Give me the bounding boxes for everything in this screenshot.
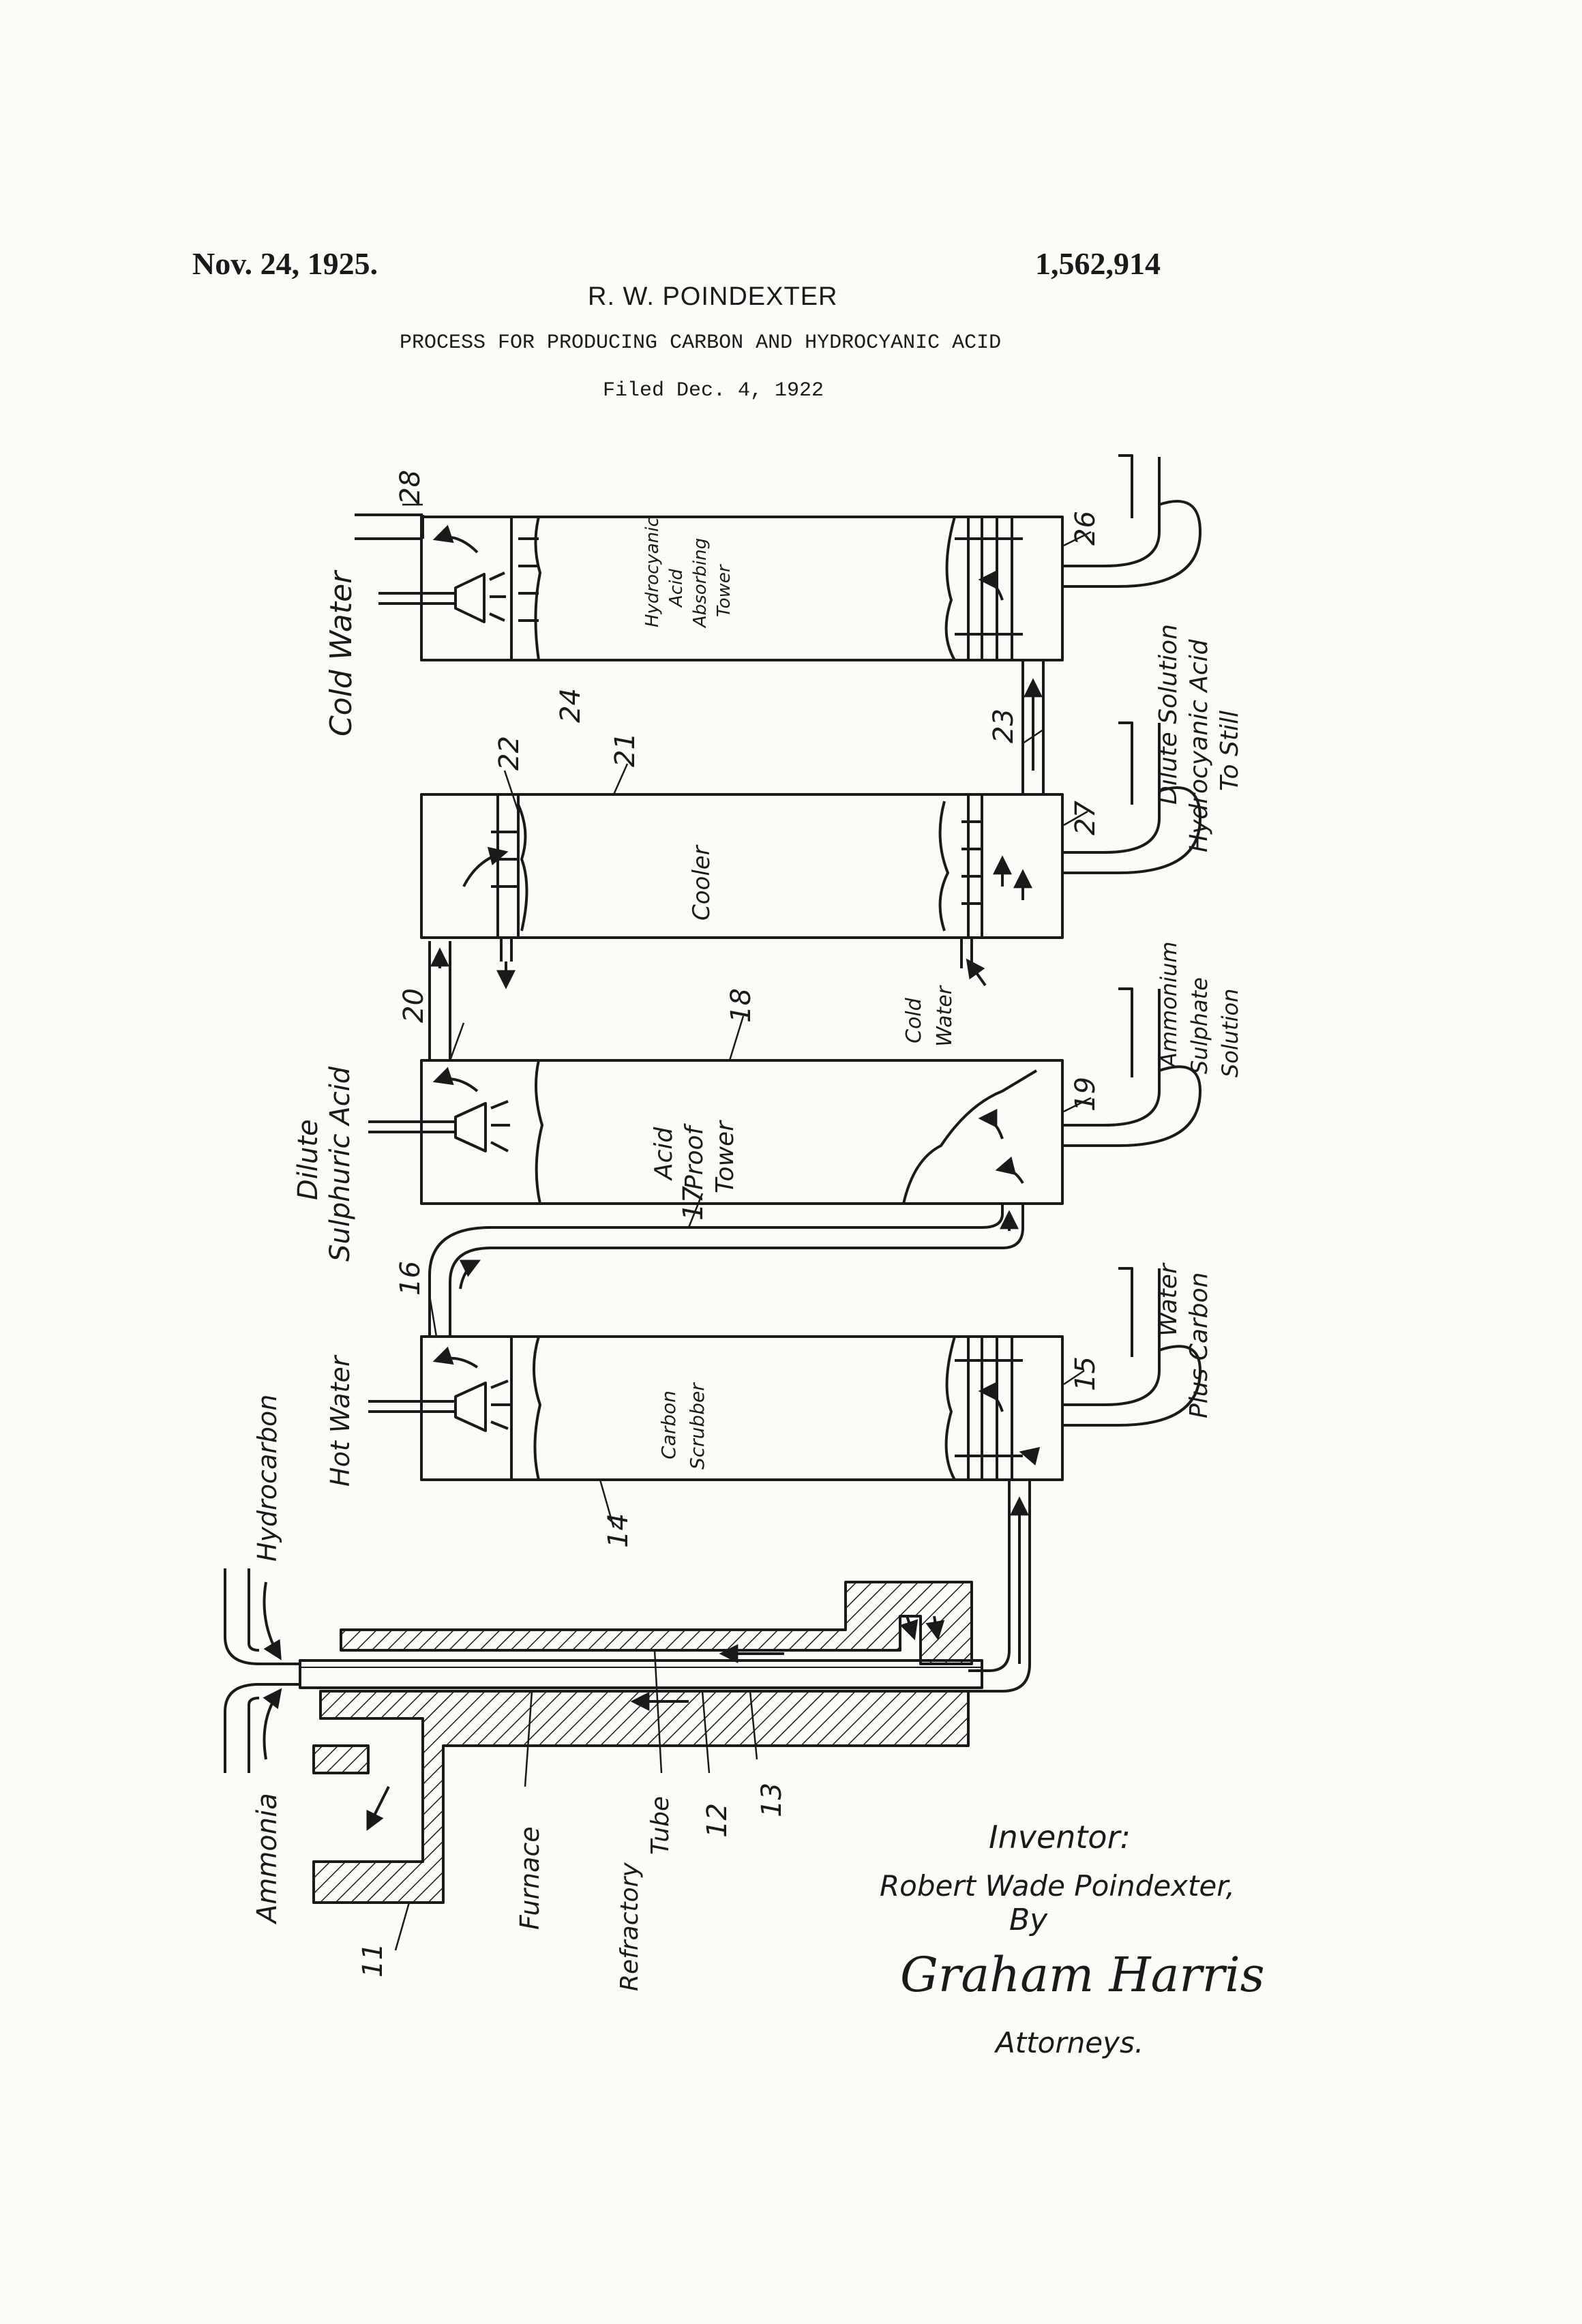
numeral-13: 13 xyxy=(756,1783,788,1817)
label-acid-tower-3: Tower xyxy=(711,1120,739,1193)
label-cooler: Cooler xyxy=(688,844,715,921)
cooler xyxy=(420,721,1202,985)
numeral-11: 11 xyxy=(357,1943,389,1978)
furnace xyxy=(224,1568,983,1904)
acid-proof-tower xyxy=(368,987,1202,1205)
numeral-21: 21 xyxy=(610,732,641,767)
numeral-23: 23 xyxy=(988,709,1019,743)
inventor-header-name: R. W. POINDEXTER xyxy=(588,282,838,311)
pipe-tube-to-scrubber xyxy=(968,1480,1031,1693)
numeral-20: 20 xyxy=(398,988,430,1023)
label-ammonium-3: Solution xyxy=(1217,989,1243,1077)
pipe-20 xyxy=(428,941,451,1060)
pipe-23 xyxy=(1021,660,1045,794)
label-scrubber-1: Carbon xyxy=(657,1390,680,1459)
patent-date: Nov. 24, 1925. xyxy=(192,246,378,281)
label-hcn-tower-3: Absorbing xyxy=(690,538,711,629)
label-water-carbon-1: Water xyxy=(1154,1262,1182,1337)
label-hcn-tower-2: Acid xyxy=(666,569,687,608)
numeral-14: 14 xyxy=(603,1513,634,1548)
label-scrubber-2: Scrubber xyxy=(686,1382,708,1470)
inventor-label: Inventor: xyxy=(989,1819,1131,1856)
leader-lines xyxy=(394,503,1092,1951)
numeral-16: 16 xyxy=(395,1261,426,1296)
label-hydrocarbon: Hydrocarbon xyxy=(252,1395,282,1562)
numeral-26: 26 xyxy=(1070,511,1101,546)
numeral-28: 28 xyxy=(395,470,426,505)
numeral-17: 17 xyxy=(678,1186,709,1221)
numeral-12: 12 xyxy=(702,1803,733,1838)
diagram-labels: Cold Water Hydrocyanic Acid Absorbing To… xyxy=(252,517,1244,1991)
numeral-18: 18 xyxy=(726,988,757,1023)
label-dilute-solution-1: Dilute Solution xyxy=(1154,624,1182,805)
label-furnace: Furnace xyxy=(515,1826,545,1930)
label-dilute-solution-2: Hydrocyanic Acid xyxy=(1185,638,1213,852)
label-refractory-2: Tube xyxy=(646,1796,674,1855)
label-hcn-tower-4: Tower xyxy=(714,563,734,617)
label-cold-water-top: Cold Water xyxy=(324,569,359,736)
patent-number: 1,562,914 xyxy=(1035,246,1161,281)
signature-block: Inventor: Robert Wade Poindexter, By Gra… xyxy=(880,1819,1265,2059)
numeral-22: 22 xyxy=(494,736,525,771)
hcn-absorbing-tower xyxy=(355,454,1202,661)
label-dilute-solution-3: To Still xyxy=(1216,711,1244,791)
by-label: By xyxy=(1009,1903,1048,1937)
label-cold-water-mid-1: Cold xyxy=(902,997,926,1043)
carbon-scrubber xyxy=(368,1267,1202,1481)
attorneys-label: Attorneys. xyxy=(994,2026,1144,2059)
numeral-19: 19 xyxy=(1070,1077,1101,1112)
numeral-27: 27 xyxy=(1070,801,1101,835)
label-dilute-acid-2: Sulphuric Acid xyxy=(325,1066,356,1262)
reference-numerals: 28 26 24 23 22 21 27 20 18 19 17 16 15 1… xyxy=(357,470,1101,1978)
label-acid-tower-2: Proof xyxy=(681,1122,708,1190)
patent-title: PROCESS FOR PRODUCING CARBON AND HYDROCY… xyxy=(400,331,1002,355)
label-hcn-tower-1: Hydrocyanic xyxy=(642,517,663,627)
filed-date: Filed Dec. 4, 1922 xyxy=(603,379,824,402)
label-hot-water: Hot Water xyxy=(325,1354,355,1487)
inventor-signature-name: Robert Wade Poindexter, xyxy=(880,1869,1235,1903)
label-water-carbon-2: Plus Carbon xyxy=(1185,1272,1213,1418)
label-ammonium-2: Sulphate xyxy=(1186,977,1212,1074)
label-ammonia: Ammonia xyxy=(252,1793,283,1925)
label-ammonium-1: Ammonium xyxy=(1156,942,1182,1069)
label-dilute-acid-1: Dilute xyxy=(293,1119,324,1200)
attorney-signature: Graham Harris xyxy=(900,1947,1265,2003)
numeral-15: 15 xyxy=(1070,1356,1101,1391)
numeral-24: 24 xyxy=(555,688,586,723)
pipe-17 xyxy=(428,1204,1024,1337)
label-acid-tower-1: Acid xyxy=(650,1127,678,1181)
label-refractory-1: Refractory xyxy=(616,1862,644,1991)
label-cold-water-mid-2: Water xyxy=(933,985,957,1047)
